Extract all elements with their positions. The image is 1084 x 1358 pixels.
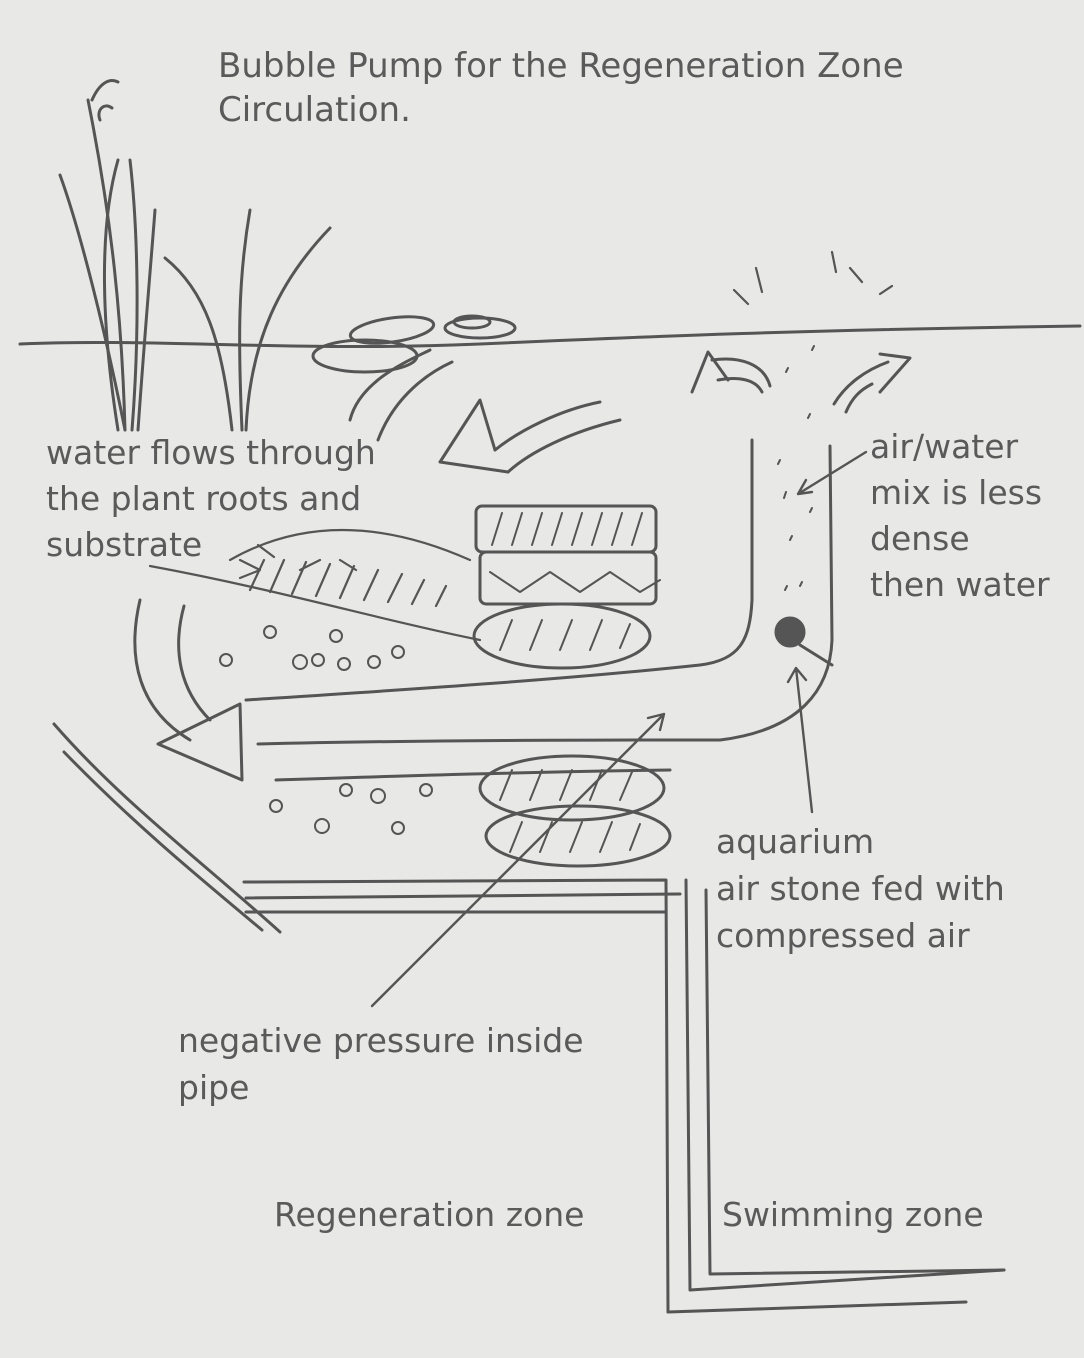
air-stone-line-1: aquarium: [716, 818, 1005, 865]
gravel-pebbles: [220, 626, 432, 834]
regeneration-zone-label: Regeneration zone: [274, 1192, 584, 1238]
outflow-arrows: [692, 352, 910, 412]
floating-leaves: [313, 312, 515, 372]
water-flow-line-2: the plant roots and: [46, 476, 376, 522]
stacked-stones: [474, 506, 670, 866]
swimming-zone-label: Swimming zone: [722, 1192, 984, 1238]
air-stone-line-3: compressed air: [716, 912, 1005, 959]
rising-bubbles: [778, 346, 814, 590]
splash-marks: [734, 252, 892, 304]
diagram-title: Bubble Pump for the Regeneration Zone Ci…: [218, 44, 904, 132]
air-water-line-3: dense: [870, 516, 1050, 562]
title-line-2: Circulation.: [218, 88, 904, 132]
air-stone: [776, 618, 832, 665]
negative-pressure-label: negative pressure inside pipe: [178, 1017, 584, 1111]
air-water-line-2: mix is less: [870, 470, 1050, 516]
air-water-label: air/water mix is less dense then water: [870, 424, 1050, 608]
title-line-1: Bubble Pump for the Regeneration Zone: [218, 44, 904, 88]
water-flow-line-3: substrate: [46, 522, 376, 568]
water-flow-line-1: water flows through: [46, 430, 376, 476]
negative-pressure-line-2: pipe: [178, 1064, 584, 1111]
air-water-line-1: air/water: [870, 424, 1050, 470]
negative-pressure-line-1: negative pressure inside: [178, 1017, 584, 1064]
flow-arrow-down: [135, 600, 242, 780]
water-flow-label: water flows through the plant roots and …: [46, 430, 376, 568]
air-stone-label: aquarium air stone fed with compressed a…: [716, 818, 1005, 959]
flow-arrow-into-bed: [350, 350, 620, 472]
water-surface-line: [20, 326, 1080, 347]
reed-plants: [60, 81, 330, 430]
air-water-line-4: then water: [870, 562, 1050, 608]
air-stone-line-2: air stone fed with: [716, 865, 1005, 912]
